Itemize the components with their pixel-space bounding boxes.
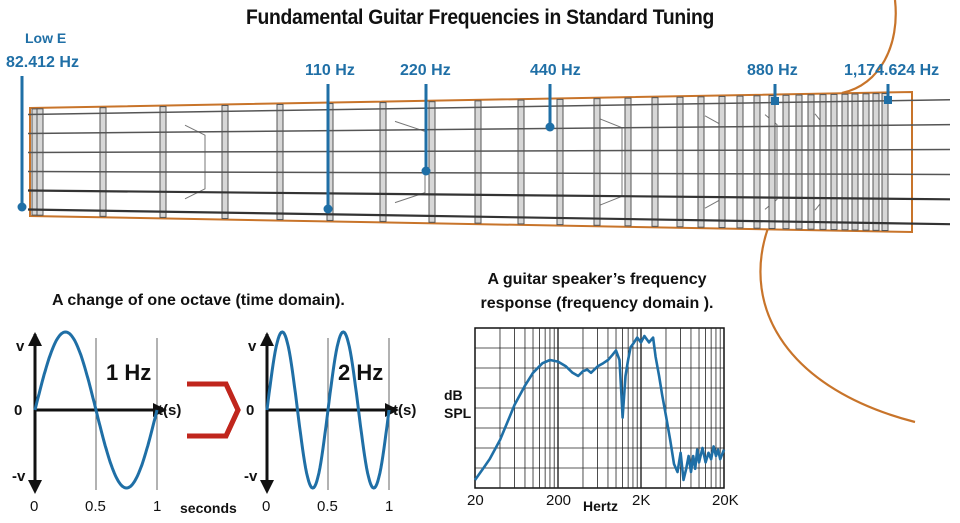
plot2-x-tick-1: 1 [385, 498, 394, 515]
fret-inlay-3 [596, 117, 623, 207]
plot2-y-arrow-down [260, 480, 274, 494]
fret-14 [651, 97, 659, 227]
plot1-freq-label: 1 Hz [106, 360, 152, 385]
time-domain-plots [28, 330, 399, 494]
x-unit-label: seconds [180, 500, 237, 516]
plot1-x-tick-0: 0 [30, 498, 39, 515]
fret-22 [795, 94, 803, 230]
plot2-y-arrow-up [260, 332, 274, 346]
plot1-y-zero: 0 [14, 402, 23, 419]
fret-5 [276, 103, 284, 221]
fret-10 [517, 99, 525, 225]
guitar-body-outline-bottom [759, 227, 916, 424]
fret-12 [593, 98, 601, 226]
page-title: Fundamental Guitar Frequencies in Standa… [245, 6, 715, 29]
speaker-x-label: Hertz [583, 498, 619, 514]
fret-21 [782, 94, 790, 230]
string-4 [27, 148, 951, 154]
guitar-neck [17, 76, 951, 234]
plot2-x-tick-0: 0 [262, 498, 271, 515]
speaker-x-tick-200: 200 [546, 492, 572, 509]
guitar-body-outline-top [841, 0, 897, 95]
plot1-y-arrow-down [28, 480, 42, 494]
fret-15 [676, 96, 684, 228]
freq-label-1174: 1,174.624 Hz [844, 62, 940, 79]
plot2-y-bottom: -v [244, 468, 258, 485]
speaker-x-tick-2k: 2K [632, 492, 651, 509]
octave-arrow-outline [187, 381, 241, 439]
frequency-response-chart [473, 327, 726, 489]
freq-label-110: 110 Hz [305, 62, 355, 79]
fret-25 [830, 93, 838, 231]
fret-17 [718, 95, 726, 229]
plot1-x-label: t(s) [158, 402, 182, 419]
freq-label-880: 880 Hz [747, 62, 798, 79]
fret-9 [474, 100, 482, 224]
marker-dot-2 [421, 166, 431, 176]
fret-19 [753, 95, 761, 229]
fret-8 [428, 101, 436, 223]
freq-label-440: 440 Hz [530, 62, 581, 79]
fret-29 [872, 93, 880, 231]
fret-20 [768, 95, 776, 229]
marker-dot-3 [545, 122, 555, 132]
plot1-y-arrow-up [28, 332, 42, 346]
plot2-x-label: t(s) [393, 402, 417, 419]
fret-26 [841, 93, 849, 231]
speaker-x-tick-20k: 20K [712, 492, 739, 509]
time-domain-heading: A change of one octave (time domain). [52, 292, 345, 309]
string-5 [27, 123, 951, 135]
speaker-response-line [473, 334, 726, 482]
string-1 [27, 208, 951, 226]
freq-label-220: 220 Hz [400, 62, 451, 79]
fret-1 [36, 108, 44, 216]
marker-dot-5 [884, 96, 892, 104]
speaker-chart-title: A guitar speaker’s frequency response (f… [480, 271, 714, 312]
plot2-sine-wave [265, 330, 391, 490]
fret-2 [99, 107, 107, 217]
string-2 [27, 189, 951, 201]
fret-11 [556, 98, 564, 226]
marker-dot-4 [771, 97, 779, 105]
fret-30 [881, 92, 889, 232]
marker-dot-1 [323, 204, 333, 214]
string-6 [27, 99, 951, 116]
low-e-label: Low E [25, 30, 67, 46]
plot2-y-top: v [248, 338, 257, 355]
plot1-x-tick-1: 1 [153, 498, 162, 515]
plot2-freq-label: 2 Hz [338, 360, 384, 385]
plot2-x-tick-05: 0.5 [317, 498, 338, 515]
speaker-x-tick-20: 20 [467, 492, 484, 509]
fret-23 [807, 94, 815, 230]
fret-28 [862, 93, 870, 231]
marker-dot-0 [17, 202, 27, 212]
plot1-y-top: v [16, 338, 25, 355]
plot1-sine-wave [33, 330, 159, 490]
fret-24 [819, 94, 827, 230]
freq-label-low-e: 82.412 Hz [6, 54, 79, 71]
plot2-y-zero: 0 [246, 402, 255, 419]
speaker-y-label: dB SPL [444, 387, 472, 421]
plot1-x-tick-05: 0.5 [85, 498, 106, 515]
fret-4 [221, 104, 229, 220]
fret-27 [851, 93, 859, 231]
fret-18 [736, 95, 744, 229]
plot1-y-bottom: -v [12, 468, 26, 485]
fret-7 [379, 102, 387, 222]
fret-16 [697, 96, 705, 228]
fret-3 [159, 106, 167, 218]
fret-inlay-1 [184, 124, 206, 200]
fret-13 [624, 97, 632, 227]
string-3 [27, 170, 951, 176]
